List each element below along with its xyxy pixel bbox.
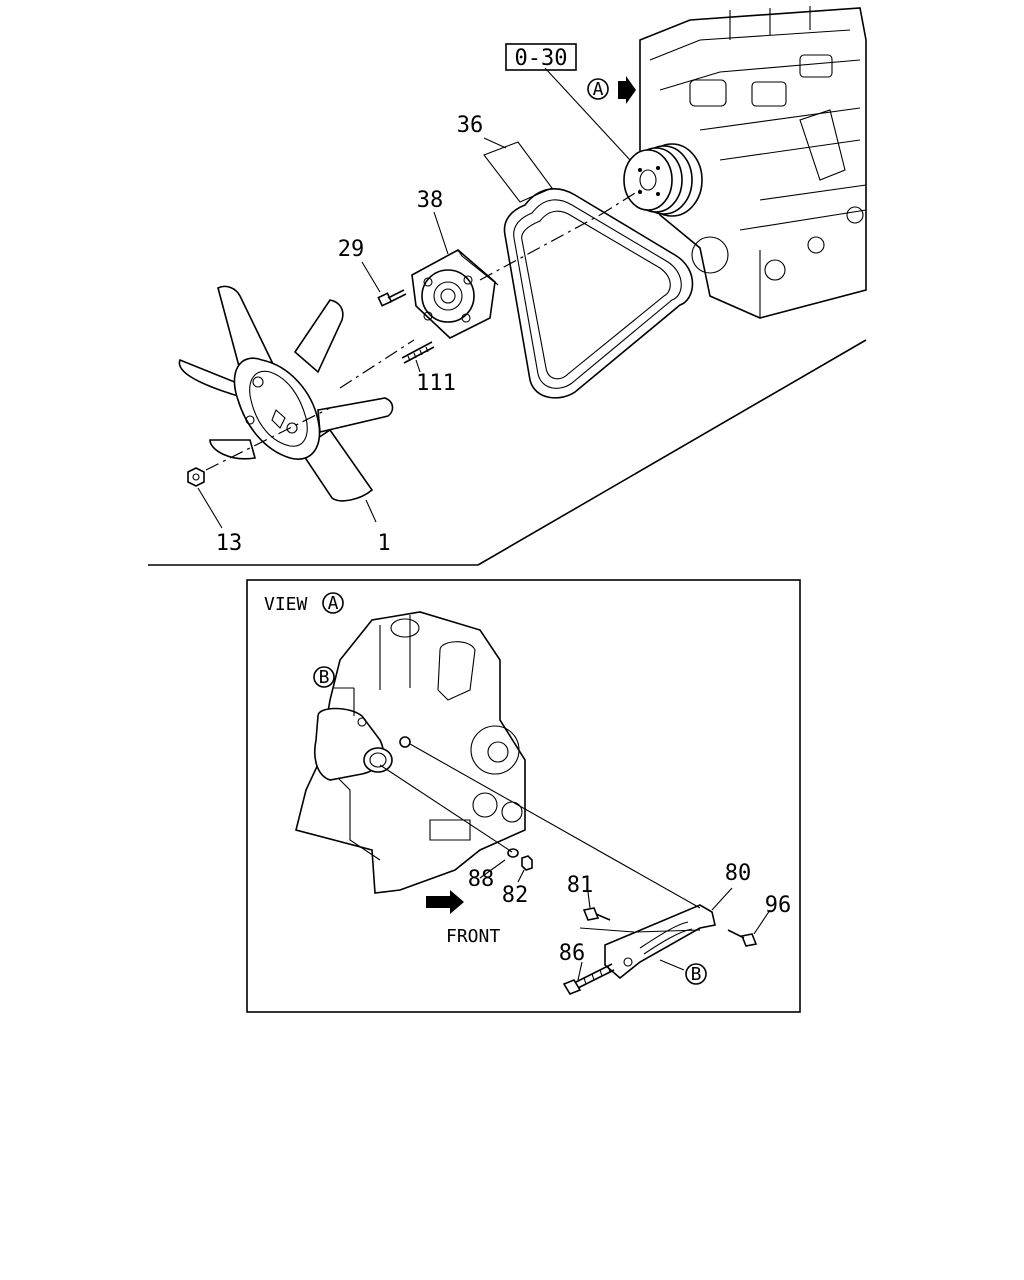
part-label-82: 82 — [502, 883, 529, 908]
part-label-38: 38 — [417, 188, 444, 213]
crank-pulley — [623, 143, 703, 217]
part-label-81: 81 — [567, 873, 594, 898]
part-label-36: 36 — [457, 113, 484, 138]
engine-side-view — [295, 611, 526, 894]
reference-label: 0-30 — [515, 46, 568, 71]
reference-box-0-30: 0-30 — [505, 43, 577, 71]
part-label-1: 1 — [377, 531, 390, 556]
part-label-86: 86 — [559, 941, 586, 966]
view-a-panel: VIEW A — [246, 579, 801, 1013]
part-label-111: 111 — [416, 371, 456, 396]
part-label-80: 80 — [725, 861, 752, 886]
callout-b-bracket: B — [691, 964, 702, 985]
bolt-81 — [582, 907, 611, 921]
view-label: VIEW — [264, 594, 308, 615]
cooling-fan — [178, 285, 394, 502]
bolt-86 — [562, 963, 615, 995]
view-direction-arrow-icon — [618, 76, 636, 104]
front-direction-arrow-icon — [426, 890, 464, 914]
leader-lines-top — [197, 67, 631, 529]
fan-pulley — [411, 249, 499, 339]
nut-13 — [187, 467, 205, 487]
front-label: FRONT — [446, 926, 500, 947]
stud-111 — [401, 341, 435, 364]
callout-b-engine: B — [319, 667, 330, 688]
base-outline — [148, 339, 867, 566]
engine-block — [639, 6, 867, 319]
v-belt — [503, 188, 694, 399]
bolt-96 — [727, 929, 758, 947]
nut-82 — [521, 855, 533, 871]
bolt-29 — [377, 289, 407, 307]
part-label-88: 88 — [468, 867, 495, 892]
part-label-96: 96 — [765, 893, 792, 918]
callout-a-label: A — [593, 79, 604, 100]
view-a-callout: A — [587, 76, 636, 104]
part-label-13: 13 — [216, 531, 243, 556]
view-callout-a: A — [328, 593, 339, 614]
part-label-29: 29 — [338, 237, 365, 262]
